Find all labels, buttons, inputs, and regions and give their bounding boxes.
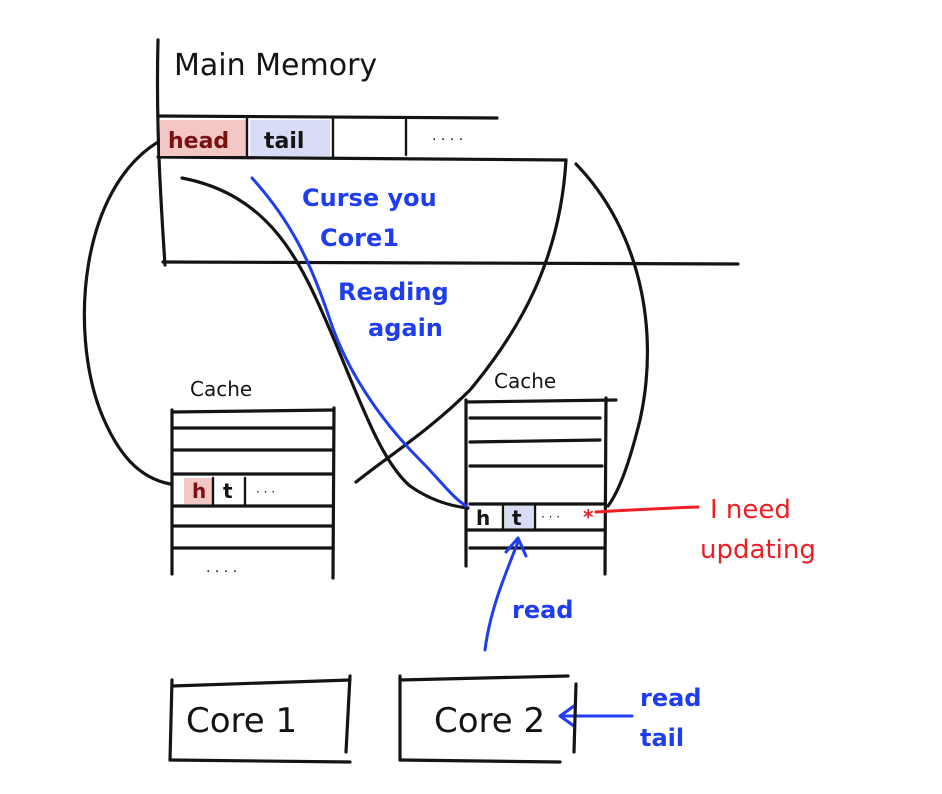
curse-line-2: Core1 [320, 224, 399, 252]
read-tail-line-2: tail [640, 724, 684, 752]
read-arrow-line [483, 540, 520, 652]
left-cache-t: t [223, 479, 233, 503]
head-cell-fill [160, 120, 246, 156]
tail-cell-fill [250, 120, 330, 156]
right-cache-line [464, 398, 618, 404]
memory-row-top [156, 114, 499, 120]
reread-path-line [250, 176, 468, 508]
core1-left [168, 678, 174, 762]
right-cache-line [468, 438, 602, 444]
right-cache-title: Cache [494, 369, 556, 393]
right-outer-curve [574, 162, 650, 508]
core-2: Core 2 [398, 674, 578, 764]
core-1: Core 1 [168, 674, 352, 764]
reading-line-2: again [368, 314, 443, 342]
memory-ellipsis-cell: · · · · [432, 132, 463, 148]
read-tail-arrow-head [558, 704, 576, 728]
needs-update-line-2: updating [700, 535, 816, 565]
left-cache-more: · · · · [206, 564, 237, 580]
right-cache: Cache h t · · · * [464, 369, 618, 576]
right-inner-curve [180, 176, 470, 510]
memory-bottom-border [161, 260, 740, 266]
right-cache-t-fill [505, 506, 533, 528]
right-cache-t: t [512, 506, 522, 530]
memory-head-cell: head [168, 129, 229, 154]
read-label: read [512, 596, 574, 624]
bus-curves [82, 140, 650, 510]
read-arrow-head [504, 536, 528, 558]
main-memory: Main Memory head tail · · · · [155, 38, 740, 267]
core1-top [170, 678, 352, 688]
left-cache: Cache h t · · · · · · · [170, 377, 336, 580]
stale-pointer-line [594, 505, 700, 514]
core1-label: Core 1 [186, 701, 297, 741]
memory-tail-cell: tail [264, 129, 304, 154]
reading-line-1: Reading [338, 278, 449, 306]
right-cache-side [603, 396, 608, 576]
left-inner-curve [354, 158, 568, 484]
core2-bottom [398, 758, 562, 764]
core1-right [344, 674, 352, 754]
left-cache-h-fill [184, 478, 212, 504]
reader-annotations: Curse you Core1 Reading again read read … [250, 176, 702, 752]
needs-update-line-1: I need [710, 495, 791, 525]
core2-label: Core 2 [434, 701, 545, 741]
core2-top [398, 674, 570, 682]
left-cache-h: h [192, 479, 206, 503]
memory-title: Main Memory [174, 48, 377, 83]
left-cache-line [170, 408, 336, 414]
right-cache-h: h [476, 506, 490, 530]
memory-row-bottom [156, 155, 568, 162]
stale-marker: * [583, 505, 594, 529]
stale-annotation: I need updating [594, 495, 816, 565]
left-cache-title: Cache [190, 377, 252, 401]
core2-right [572, 682, 578, 754]
read-tail-line-1: read [640, 684, 702, 712]
left-cache-side [331, 406, 336, 580]
memory-left-border [155, 38, 167, 267]
core1-bottom [168, 758, 352, 764]
curse-line-1: Curse you [302, 184, 437, 212]
left-cache-ellipsis: · · · [256, 485, 275, 499]
right-cache-ellipsis: · · · [541, 510, 560, 524]
left-outer-curve [82, 140, 172, 486]
